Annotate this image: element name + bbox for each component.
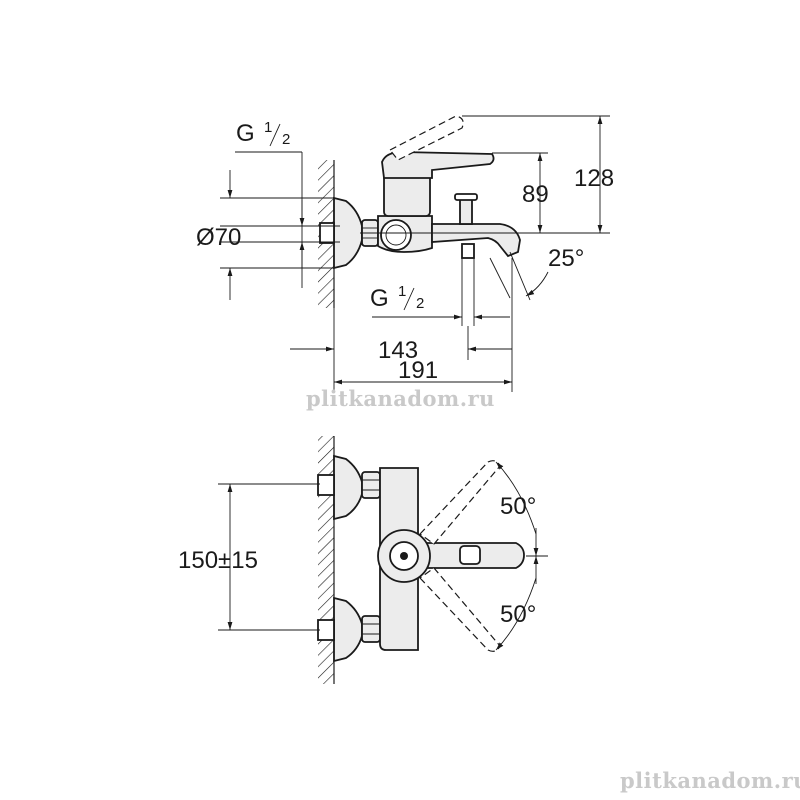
side-view: 128 89 25° G 1 2 xyxy=(196,115,614,392)
thread-spout-num: 1 xyxy=(398,283,406,300)
dim-thread-spout: G 1 2 xyxy=(370,258,510,326)
nut-lower xyxy=(361,615,381,643)
nut-upper xyxy=(361,471,381,499)
diameter-label: Ø70 xyxy=(196,224,241,251)
thread-spout-den: 2 xyxy=(416,295,424,312)
dim-150-label: 150±15 xyxy=(178,547,258,574)
watermark-mid: plitkanadom.ru xyxy=(306,386,495,411)
connector-upper xyxy=(317,474,335,496)
spout-outlet-side xyxy=(461,243,475,259)
dim-143-label: 143 xyxy=(378,337,418,364)
lever-ghost-up xyxy=(419,460,501,545)
thread-top-den: 2 xyxy=(282,131,290,148)
thread-spout-main: G xyxy=(370,285,389,312)
dim-150: 150±15 xyxy=(178,483,320,631)
rosette-lower xyxy=(333,596,363,663)
dim-89: 89 xyxy=(492,152,549,233)
dim-128-label: 128 xyxy=(574,165,614,192)
dim-25-label: 25° xyxy=(548,245,584,272)
dim-143: 143 xyxy=(290,308,512,392)
lever-ghost-down xyxy=(419,567,501,652)
angle-down-label: 50° xyxy=(500,601,536,628)
angle-up-label: 50° xyxy=(500,493,536,520)
wall-hatch-front xyxy=(318,436,335,684)
dim-50-down: 50° xyxy=(495,556,539,651)
wall-rosette-side xyxy=(333,196,363,270)
shower-diverter-side xyxy=(459,197,473,225)
lever-side xyxy=(381,151,495,179)
spout-side xyxy=(431,223,521,258)
dim-thread-top: G 1 2 xyxy=(220,119,340,288)
dim-diameter: Ø70 xyxy=(196,170,334,300)
rosette-upper xyxy=(333,454,363,521)
dim-128: 128 xyxy=(360,115,614,234)
watermark-bottom: plitkanadom.ru xyxy=(620,768,800,793)
dim-191-label: 191 xyxy=(398,357,438,384)
thread-top-num: 1 xyxy=(264,119,272,136)
thread-top-main: G xyxy=(236,120,255,147)
connector-lower xyxy=(317,619,335,641)
dim-89-label: 89 xyxy=(522,181,549,208)
dim-25-deg: 25° xyxy=(489,245,584,301)
diverter-knob-side xyxy=(380,219,412,251)
front-view: 150±15 50° 50° xyxy=(178,436,548,684)
wall-connector-side xyxy=(319,222,335,244)
lever-ghost-side xyxy=(389,115,464,161)
dim-191: 191 xyxy=(334,258,513,392)
dim-50-up: 50° xyxy=(495,461,548,557)
